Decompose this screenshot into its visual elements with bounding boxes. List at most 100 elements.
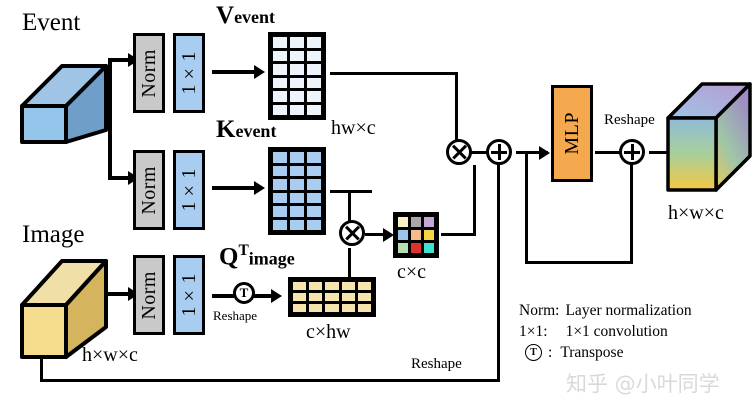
block-conv-q: 1×1	[173, 255, 205, 335]
block-norm-k: Norm	[133, 150, 165, 230]
matrix-cell	[290, 64, 304, 75]
matrix-cell	[424, 243, 434, 253]
legend-key-norm: Norm:	[519, 302, 560, 319]
matrix-cell	[290, 206, 304, 217]
legend: Norm: Layer normalization 1×1: 1×1 convo…	[519, 300, 751, 363]
matrix-cell	[309, 304, 323, 312]
matrix-cell	[309, 293, 323, 301]
legend-row-norm: Norm: Layer normalization	[519, 300, 751, 321]
wire-attn-rise	[473, 165, 476, 236]
annotation-reshape-out: Reshape	[604, 112, 655, 128]
matrix-cell	[307, 64, 321, 75]
matrix-cell	[341, 282, 355, 290]
matrix-cell	[325, 293, 339, 301]
matrix-dims-v: hw×c	[331, 117, 376, 139]
wire-mlp-bypass-rise	[630, 152, 633, 264]
arrowhead-attn-matrix	[383, 228, 394, 242]
matrix-cell	[293, 304, 307, 312]
matrix-dims-q: c×hw	[306, 321, 351, 343]
matrix-cell	[411, 230, 421, 240]
matrix-cell	[273, 64, 287, 75]
annotation-reshape-q: Reshape	[213, 308, 258, 323]
matrix-cell	[411, 217, 421, 227]
output-dims: h×w×c	[668, 202, 724, 224]
transpose-glyph: T	[239, 285, 249, 300]
matrix-cell	[307, 91, 321, 102]
wire-attn-out	[441, 233, 476, 236]
block-mlp-label: MLP	[560, 112, 583, 155]
wire-k-conv-out	[212, 186, 258, 190]
input-label-image: Image	[22, 221, 85, 248]
matrix-cell	[307, 165, 321, 176]
wire-add-mlp-to-out	[649, 151, 681, 154]
matrix-k-event	[268, 147, 326, 235]
arrowhead-q-matrix	[271, 289, 282, 303]
matrix-cell	[290, 37, 304, 48]
matrix-cell	[290, 192, 304, 203]
matrix-cell	[307, 179, 321, 190]
matrix-label-k: Kevent	[216, 117, 276, 142]
matrix-cell	[290, 179, 304, 190]
legend-transpose-icon: T	[525, 344, 542, 361]
matrix-label-q: QTimage	[219, 243, 295, 271]
matrix-cell	[309, 282, 323, 290]
matrix-cell	[307, 152, 321, 163]
matrix-cell	[290, 91, 304, 102]
matrix-cell	[424, 230, 434, 240]
legend-row-transpose: T : Transpose	[519, 342, 751, 363]
block-norm-q: Norm	[133, 255, 165, 335]
wire-mul-to-add	[470, 151, 496, 154]
matrix-cell	[273, 206, 287, 217]
matrix-attention	[393, 212, 439, 258]
arrowhead-v-matrix	[254, 65, 265, 79]
matrix-subscript-q: image	[248, 248, 295, 269]
legend-value-norm: Layer normalization	[565, 302, 692, 319]
input-cube-image	[18, 245, 110, 363]
matrix-cell	[398, 230, 408, 240]
matrix-cell	[398, 217, 408, 227]
block-conv-k: 1×1	[173, 150, 205, 230]
matrix-cell	[307, 50, 321, 61]
matrix-cell	[273, 37, 287, 48]
wire-v-drop	[455, 72, 458, 146]
wire-mlp-bypass-down	[525, 151, 528, 264]
matrix-cell	[357, 293, 371, 301]
matrix-cell	[341, 293, 355, 301]
matrix-symbol-v: V	[216, 2, 235, 29]
matrix-cell	[411, 243, 421, 253]
legend-separator-transpose: :	[548, 344, 553, 361]
matrix-cell	[325, 304, 339, 312]
wire-mlp-bypass-bottom	[525, 261, 633, 264]
matrix-cell	[290, 219, 304, 230]
arrowhead-k-matrix	[254, 181, 265, 195]
wire-event-to-v	[108, 58, 130, 62]
matrix-cell	[273, 219, 287, 230]
operator-add-mlp	[619, 139, 645, 165]
matrix-cell	[290, 152, 304, 163]
block-mlp: MLP	[551, 85, 593, 182]
matrix-cell	[307, 192, 321, 203]
arrowhead-mlp-in	[539, 146, 550, 160]
matrix-cell	[290, 50, 304, 61]
matrix-q-image	[288, 277, 376, 317]
operator-multiply-qk	[339, 220, 365, 246]
matrix-cell	[273, 165, 287, 176]
legend-row-conv: 1×1: 1×1 convolution	[519, 321, 751, 342]
wire-add-residual-down	[497, 152, 500, 382]
matrix-label-v: Vevent	[216, 3, 275, 28]
operator-add-residual	[486, 139, 512, 165]
wire-k-drop	[348, 190, 351, 226]
matrix-cell	[290, 77, 304, 88]
legend-key-conv: 1×1:	[519, 323, 548, 340]
input-cube-event	[18, 38, 110, 146]
matrix-cell	[273, 192, 287, 203]
matrix-subscript-k: event	[235, 121, 277, 141]
matrix-cell	[273, 179, 287, 190]
wire-q-rise	[348, 248, 351, 299]
block-norm-v: Norm	[133, 33, 165, 113]
wire-event-bus	[108, 58, 112, 180]
matrix-cell	[307, 219, 321, 230]
matrix-cell	[290, 104, 304, 115]
matrix-symbol-q: Q	[219, 243, 239, 271]
legend-value-conv: 1×1 convolution	[565, 323, 668, 340]
